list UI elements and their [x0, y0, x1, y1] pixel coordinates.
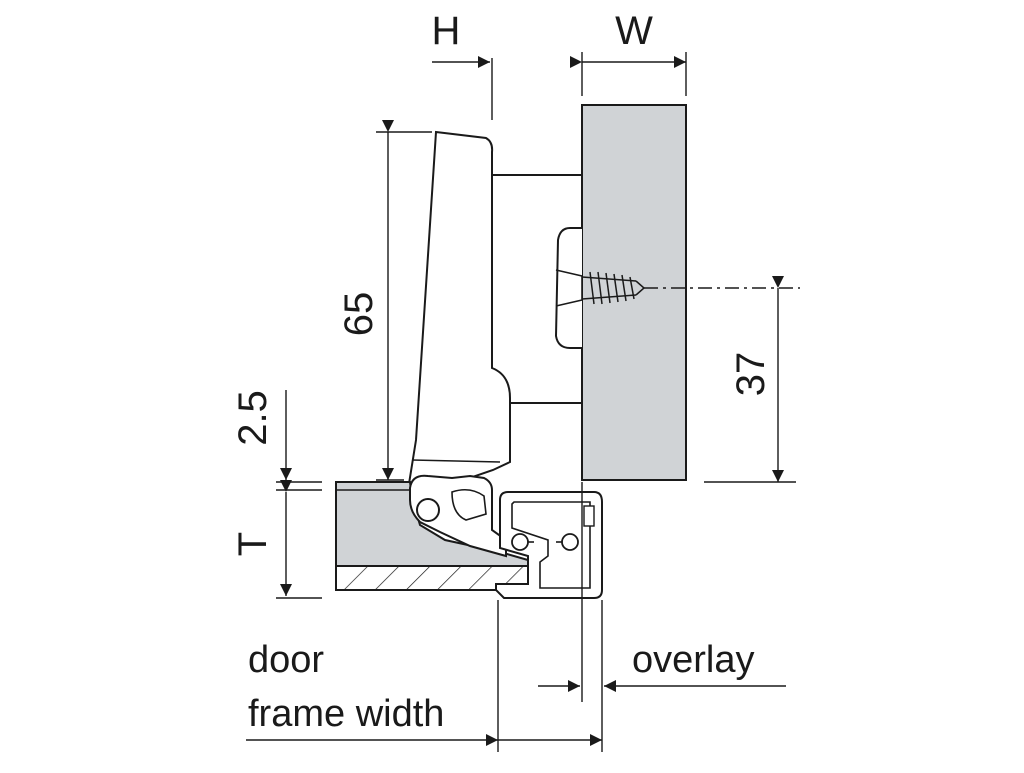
screw-countersink: [555, 269, 583, 307]
dim65-label: 65: [337, 292, 381, 337]
hinge-arm-edge: [411, 459, 501, 463]
hinge-pivot: [416, 498, 440, 522]
profile-screw-channel-right: [561, 533, 579, 551]
screw-head: [554, 227, 582, 349]
t-label: T: [231, 532, 275, 556]
dim2-5-label: 2.5: [231, 390, 275, 446]
hinge-link: [451, 488, 487, 521]
hinge-arm: [406, 130, 511, 497]
overlay-label: overlay: [632, 639, 755, 681]
door-label: door: [248, 639, 324, 681]
w-label: W: [615, 9, 653, 53]
frame-width-label: frame width: [248, 693, 444, 735]
profile-slot: [583, 505, 595, 527]
dim37-label: 37: [729, 352, 773, 397]
aluminium-profile: [495, 491, 603, 599]
profile-screw-channel-left: [511, 533, 529, 551]
h-label: H: [432, 9, 461, 53]
screw-thread: [581, 271, 646, 305]
profile-inner-wall: [511, 501, 591, 589]
cabinet-panel: [581, 104, 687, 481]
